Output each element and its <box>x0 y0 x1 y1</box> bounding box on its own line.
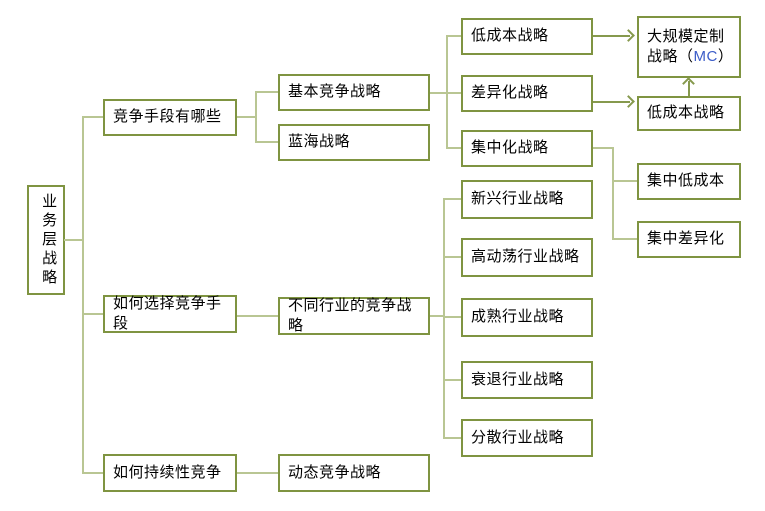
connector-focus-bracket-in <box>593 147 614 149</box>
connector-to-focus <box>446 147 461 149</box>
arrowhead-up-icon <box>682 77 695 90</box>
connector-to-basic <box>255 91 278 93</box>
connector-basic-bracket-vertical <box>446 35 448 149</box>
connector-to-declining <box>443 379 461 381</box>
node-label: 集中化战略 <box>471 139 549 157</box>
node-label: 成熟行业战略 <box>471 308 565 326</box>
arrowhead-right-icon <box>622 29 635 42</box>
node-label: 集中差异化 <box>647 230 725 248</box>
connector-to-blue-ocean <box>255 141 278 143</box>
connector-root-trunk <box>64 239 83 241</box>
node-label: 新兴行业战略 <box>471 190 565 208</box>
node-emerging-industry[interactable]: 新兴行业战略 <box>461 180 593 219</box>
connector-to-emerging <box>443 198 461 200</box>
node-label: 大规模定制战略（MC） <box>647 27 734 65</box>
arrow-differentiation-to-low-cost2 <box>593 101 630 103</box>
connector-to-focus-differentiation <box>612 238 637 240</box>
node-label: 蓝海战略 <box>288 133 351 151</box>
connector-to-fragmented <box>443 437 461 439</box>
node-industry-strategies[interactable]: 不同行业的竞争战略 <box>278 297 430 335</box>
node-low-cost-2[interactable]: 低成本战略 <box>637 96 741 131</box>
arrowhead-right-icon <box>622 95 635 108</box>
node-how-to-choose[interactable]: 如何选择竞争手段 <box>103 295 237 333</box>
arrow-low-cost-to-mc <box>593 35 630 37</box>
mc-code-text: MC <box>693 48 718 65</box>
node-dynamic-competition[interactable]: 动态竞争战略 <box>278 454 430 492</box>
node-label: 基本竞争战略 <box>288 83 382 101</box>
node-focus-low-cost[interactable]: 集中低成本 <box>637 163 741 200</box>
node-label: 动态竞争战略 <box>288 463 382 481</box>
node-business-level-strategy[interactable]: 业务层战略 <box>27 185 65 295</box>
connector-sustain-to-dynamic <box>237 472 278 474</box>
connector-basic-bracket-in <box>430 92 461 94</box>
node-label: 不同行业的竞争战略 <box>288 296 413 334</box>
node-label: 低成本战略 <box>471 27 549 45</box>
node-fragmented-industry[interactable]: 分散行业战略 <box>461 419 593 457</box>
connector-trunk-to-sustain <box>82 472 103 474</box>
connector-choose-to-industry <box>237 315 278 317</box>
connector-to-low-cost <box>446 35 461 37</box>
node-competition-means[interactable]: 竞争手段有哪些 <box>103 99 237 136</box>
node-mass-customization[interactable]: 大规模定制战略（MC） <box>637 16 741 78</box>
node-label: 衰退行业战略 <box>471 370 565 388</box>
node-differentiation[interactable]: 差异化战略 <box>461 75 593 112</box>
connector-trunk-vertical <box>82 116 84 474</box>
node-focus[interactable]: 集中化战略 <box>461 130 593 167</box>
node-label: 高动荡行业战略 <box>471 248 580 266</box>
connector-trunk-to-means <box>82 116 103 118</box>
node-label: 如何选择竞争手段 <box>113 294 222 332</box>
node-blue-ocean[interactable]: 蓝海战略 <box>278 124 430 161</box>
node-label: 差异化战略 <box>471 84 549 102</box>
arrow-low-cost2-to-mc <box>688 81 690 96</box>
node-label: 业务层战略 <box>40 192 58 288</box>
node-label: 分散行业战略 <box>471 428 565 446</box>
connector-to-turbulent <box>443 256 461 258</box>
node-turbulent-industry[interactable]: 高动荡行业战略 <box>461 238 593 277</box>
node-focus-differentiation[interactable]: 集中差异化 <box>637 221 741 258</box>
connector-to-focus-low-cost <box>612 180 637 182</box>
node-label: 如何持续性竞争 <box>113 463 222 481</box>
connector-industry-bracket-in <box>430 315 445 317</box>
node-sustained-competition[interactable]: 如何持续性竞争 <box>103 454 237 492</box>
node-basic-competition[interactable]: 基本竞争战略 <box>278 74 430 111</box>
node-label: 低成本战略 <box>647 104 725 122</box>
node-label: 集中低成本 <box>647 172 725 190</box>
node-declining-industry[interactable]: 衰退行业战略 <box>461 361 593 399</box>
node-mature-industry[interactable]: 成熟行业战略 <box>461 298 593 337</box>
connector-industry-bracket-vertical <box>443 198 445 439</box>
node-label: 竞争手段有哪些 <box>113 108 222 126</box>
connector-to-mature <box>443 316 461 318</box>
connector-trunk-to-choose <box>82 313 103 315</box>
connector-means-bracket-in <box>237 116 257 118</box>
connector-focus-bracket-vertical <box>612 147 614 240</box>
connector-means-bracket-vertical <box>255 91 257 143</box>
node-low-cost[interactable]: 低成本战略 <box>461 18 593 55</box>
